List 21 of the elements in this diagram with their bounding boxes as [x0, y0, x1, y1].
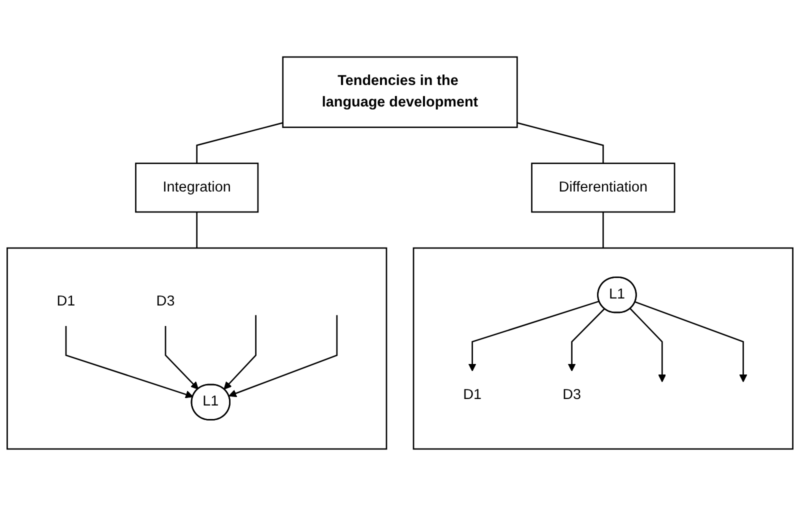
arrow	[224, 315, 256, 390]
connector	[602, 212, 604, 248]
arrow	[65, 326, 194, 398]
arrow	[164, 326, 199, 390]
node-box: Differentiation	[531, 162, 676, 213]
cluster	[6, 247, 388, 450]
node-text: D3	[562, 387, 582, 403]
arrow	[468, 300, 600, 372]
node-text: D1	[56, 294, 76, 309]
connector	[196, 122, 284, 164]
node-text: D1	[463, 387, 482, 403]
node-box: Tendencies in the language development	[282, 56, 518, 128]
arrow	[228, 315, 338, 398]
node-box: Integration	[135, 162, 259, 213]
arrow	[630, 308, 666, 382]
cluster	[412, 247, 794, 450]
connector	[196, 212, 198, 248]
arrow	[635, 301, 748, 382]
arrow	[568, 308, 605, 372]
node-text: D3	[156, 294, 175, 309]
connector	[516, 122, 604, 164]
